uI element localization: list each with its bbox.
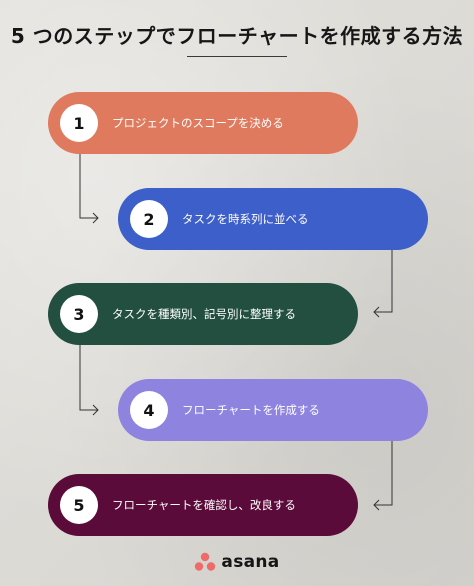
step-5-pill: 5 フローチャートを確認し、改良する	[48, 474, 358, 536]
step-2-number: 2	[130, 200, 168, 238]
arrowhead-5	[373, 499, 380, 511]
step-1-pill: 1 プロジェクトのスコープを決める	[48, 92, 358, 154]
asana-dots-icon	[195, 552, 216, 571]
connector-3-to-4	[79, 345, 98, 411]
step-3-pill: 3 タスクを種類別、記号別に整理する	[48, 283, 358, 345]
step-1-number: 1	[60, 104, 98, 142]
step-1-label: プロジェクトのスコープを決める	[112, 116, 284, 130]
arrowhead-3	[373, 306, 380, 318]
title-underline	[187, 56, 287, 57]
connector-1-to-2	[79, 154, 98, 219]
step-5-number: 5	[60, 486, 98, 524]
step-2-label: タスクを時系列に並べる	[182, 212, 309, 226]
connector-2-to-3	[374, 250, 393, 313]
arrowhead-4	[92, 404, 99, 416]
step-4-label: フローチャートを作成する	[182, 403, 320, 417]
step-4-number: 4	[130, 391, 168, 429]
step-3-label: タスクを種類別、記号別に整理する	[112, 307, 296, 321]
arrowhead-2	[92, 212, 99, 224]
step-4-pill: 4 フローチャートを作成する	[118, 379, 428, 441]
asana-logo: asana	[0, 552, 474, 572]
step-3-number: 3	[60, 295, 98, 333]
brand-name: asana	[221, 552, 280, 572]
step-5-label: フローチャートを確認し、改良する	[112, 498, 296, 512]
page-title: 5 つのステップでフローチャートを作成する方法	[10, 24, 464, 48]
connector-4-to-5	[374, 441, 393, 506]
step-2-pill: 2 タスクを時系列に並べる	[118, 188, 428, 250]
